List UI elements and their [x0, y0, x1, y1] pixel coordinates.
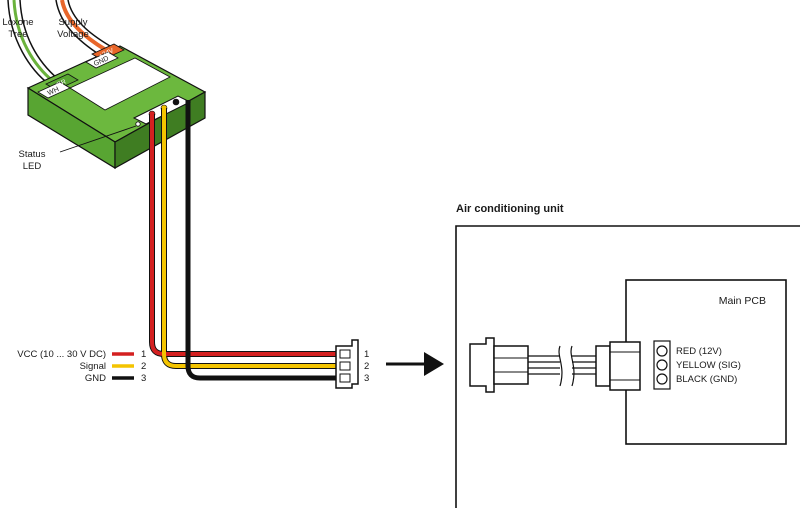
connector-pin-1: 1	[364, 349, 369, 360]
pcb-pin-red: RED (12V)	[676, 346, 722, 357]
pcb-pin-yellow: YELLOW (SIG)	[676, 360, 741, 371]
arrow-right-icon	[386, 352, 444, 376]
supply-voltage-label-2: Voltage	[57, 29, 89, 40]
loxone-tree-label-2: Tree	[8, 29, 27, 40]
wire-yellow	[162, 108, 336, 368]
ac-unit-box	[455, 225, 800, 508]
loxone-tree-label-1: Loxone	[2, 17, 33, 28]
wire-red	[150, 114, 336, 356]
ac-unit-title: Air conditioning unit	[456, 203, 564, 215]
terminal-gnd	[85, 51, 119, 69]
legend-label-gnd: GND	[85, 373, 106, 384]
terminal-wh-label: WH	[47, 86, 61, 97]
plug-connector	[335, 339, 359, 389]
legend-pin-2: 2	[141, 361, 146, 372]
main-pcb-title: Main PCB	[719, 295, 766, 307]
legend-pin-3: 3	[141, 373, 146, 384]
connector-pin-3: 3	[364, 373, 369, 384]
status-led-label-2: LED	[23, 161, 42, 172]
main-pcb-box	[625, 279, 787, 445]
internal-cable	[469, 337, 641, 393]
terminal-gr-label: GR	[56, 78, 68, 88]
wire-black	[185, 100, 336, 381]
legend-pin-1: 1	[141, 349, 146, 360]
status-led-pointer	[59, 125, 137, 153]
wire-legend: VCC (10 ... 30 V DC) Signal GND 1 2 3	[17, 349, 146, 384]
wire-harness	[149, 100, 336, 381]
supply-cable	[55, 0, 111, 56]
pcb-pin-header	[653, 340, 671, 390]
status-led	[135, 121, 141, 127]
pcb-pin-black: BLACK (GND)	[676, 374, 737, 385]
supply-voltage-label-1: Supply	[58, 17, 87, 28]
connector-pin-2: 2	[364, 361, 369, 372]
tree-cable	[7, 0, 59, 86]
terminal-wh	[37, 81, 71, 99]
legend-label-signal: Signal	[80, 361, 106, 372]
legend-label-vcc: VCC (10 ... 30 V DC)	[17, 349, 106, 360]
loxone-module: +24V GND GR WH	[26, 43, 207, 170]
status-led-label-1: Status	[19, 149, 46, 160]
